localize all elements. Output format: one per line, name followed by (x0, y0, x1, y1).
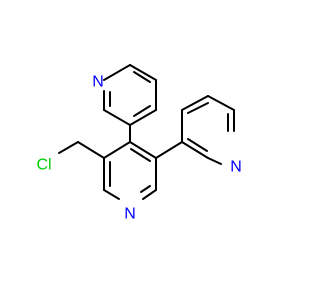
bond (207, 95, 235, 111)
bond (155, 141, 183, 159)
atom-label-n-top-ring: N (92, 74, 104, 91)
bond (129, 64, 157, 81)
bond (77, 141, 105, 159)
bond (103, 141, 131, 159)
atom-label-n-right-ring: N (230, 159, 242, 176)
bond (103, 189, 120, 200)
atom-label-n-central-ring: N (124, 206, 136, 223)
bond (129, 141, 157, 159)
double-bond-inner (133, 71, 151, 83)
top-pyridine-ring (103, 64, 157, 126)
structure-canvas: N N N Cl (36, 64, 242, 223)
double-bond-inner (187, 102, 209, 114)
bond (129, 109, 157, 126)
double-bond-inner (140, 185, 151, 193)
bond (58, 141, 79, 154)
central-pyridine-ring (103, 141, 157, 200)
bond (103, 109, 131, 126)
bond (207, 157, 222, 165)
double-bond-inner (133, 105, 151, 117)
bond (181, 95, 209, 111)
right-pyridine-ring (181, 95, 235, 165)
double-bond-inner (187, 138, 208, 152)
bond (103, 64, 131, 81)
double-bond-inner (130, 148, 151, 162)
bond (181, 141, 209, 159)
structure-diagram: N N N Cl (36, 64, 242, 223)
atom-label-cl: Cl (36, 157, 51, 174)
bond (142, 189, 157, 200)
